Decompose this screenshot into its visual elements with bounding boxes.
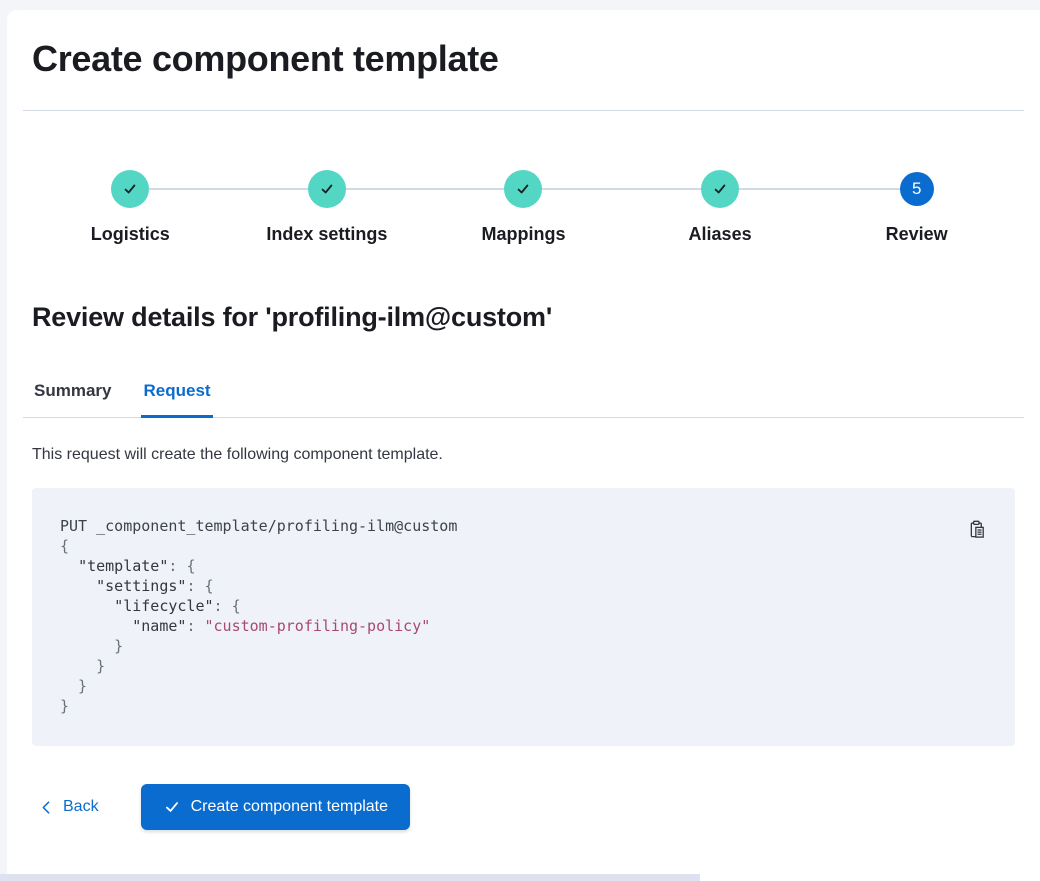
check-icon [321, 184, 333, 194]
check-icon [714, 184, 726, 194]
tab-summary[interactable]: Summary [32, 380, 113, 418]
code-content: PUT _component_template/profiling-ilm@cu… [60, 516, 987, 716]
step-label: Logistics [90, 224, 170, 244]
step-number: 5 [911, 179, 922, 198]
step-label: Index settings [266, 224, 388, 244]
check-icon [165, 802, 178, 812]
step-current-circle: 5 [899, 172, 934, 206]
chevron-left-icon [42, 800, 50, 814]
step-item-index-settings[interactable]: Index settings [229, 169, 426, 246]
check-icon [518, 184, 529, 194]
code-line: { [60, 537, 70, 555]
back-button[interactable]: Back [32, 794, 105, 820]
step-label: Review [885, 224, 948, 244]
request-description: This request will create the following c… [32, 446, 443, 463]
back-label: Back [63, 798, 99, 815]
code-line: } [60, 637, 124, 655]
footer: Back Create component template [32, 784, 1015, 830]
check-icon [124, 184, 136, 194]
step-complete-circle [307, 170, 346, 208]
header-divider [23, 110, 1024, 111]
step-label: Aliases [688, 224, 752, 244]
step-complete-circle [111, 170, 150, 208]
code-line: PUT _component_template/profiling-ilm@cu… [60, 517, 458, 535]
code-line: } [60, 677, 88, 695]
tabs: Summary Request [23, 380, 1024, 418]
step-item-logistics[interactable]: Logistics [32, 169, 229, 246]
page-title: Create component template [32, 38, 499, 79]
code-line: "lifecycle": { [114, 597, 241, 615]
code-line: "settings": { [96, 577, 214, 595]
step-label: Mappings [481, 224, 566, 244]
step-complete-circle [504, 170, 543, 208]
tab-request[interactable]: Request [141, 380, 213, 418]
step-item-mappings[interactable]: Mappings [425, 169, 622, 246]
next-section-edge [0, 874, 700, 881]
clipboard-icon [970, 520, 984, 538]
copy-button[interactable] [966, 518, 989, 541]
code-line: } [60, 657, 106, 675]
step-complete-circle [701, 170, 740, 208]
code-line: "template": { [78, 557, 196, 575]
step-item-aliases[interactable]: Aliases [622, 169, 819, 246]
code-block: PUT _component_template/profiling-ilm@cu… [32, 488, 1015, 746]
code-line: } [60, 697, 70, 715]
create-component-template-page: Create component template Logistics Index… [7, 10, 1040, 881]
review-heading: Review details for 'profiling-ilm@custom… [32, 302, 553, 332]
create-button-label: Create component template [190, 798, 389, 815]
create-component-template-button[interactable]: Create component template [140, 784, 411, 830]
code-line: "name": "custom-profiling-policy" [132, 617, 431, 635]
